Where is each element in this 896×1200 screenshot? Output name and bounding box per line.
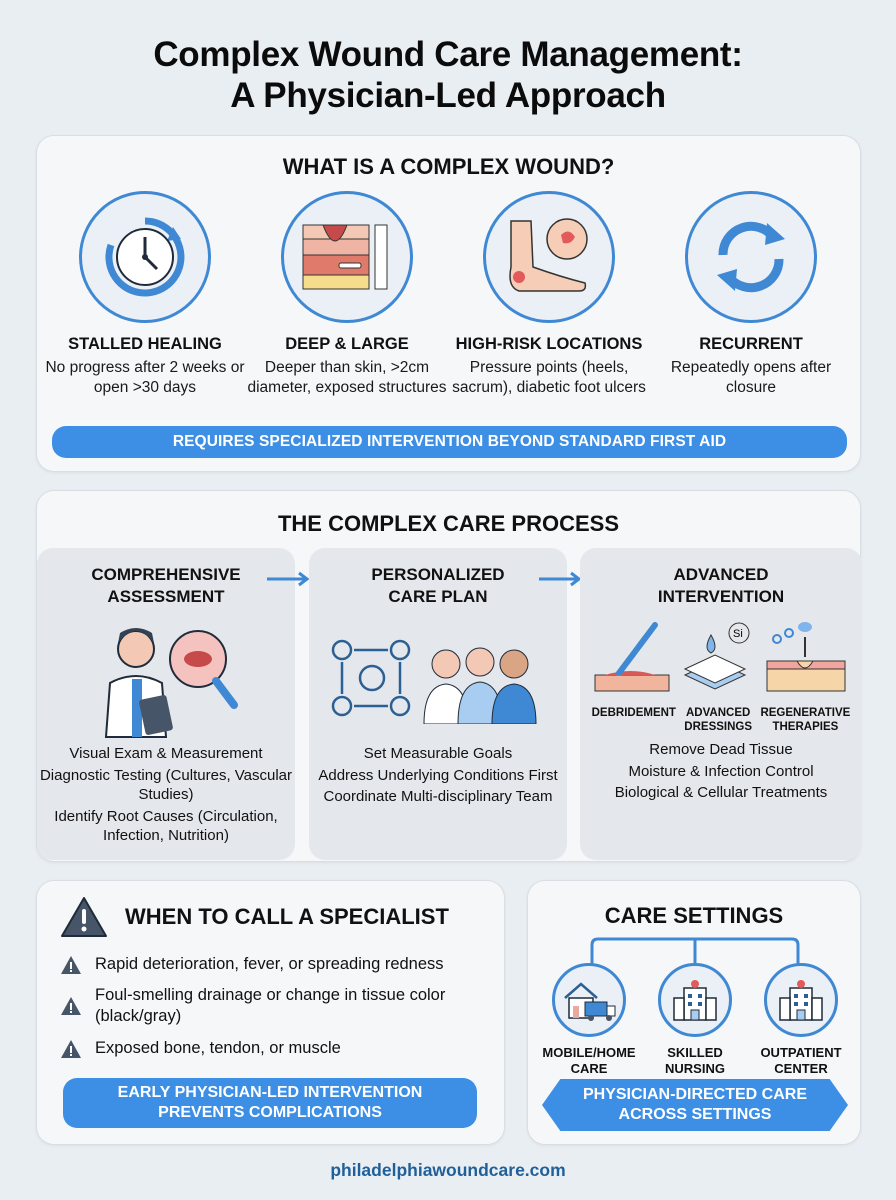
early-intervention-banner: EARLY PHYSICIAN-LED INTERVENTION PREVENT… xyxy=(63,1078,477,1128)
physician-directed-banner: PHYSICIAN-DIRECTED CARE ACROSS SETTINGS xyxy=(542,1079,848,1131)
step-title-line: ASSESSMENT xyxy=(107,587,225,606)
step-assessment: COMPREHENSIVE ASSESSMENT Visual Exam & M… xyxy=(37,548,295,860)
label-debridement: DEBRIDEMENT xyxy=(591,707,676,719)
feature-description: Deeper than skin, >2cm diameter, exposed… xyxy=(247,359,447,396)
doctor-magnifier-icon xyxy=(37,614,295,744)
recurrent-arrows-icon xyxy=(685,191,817,323)
nursing-building-icon xyxy=(658,963,732,1037)
feature-recurrent: RECURRENT Repeatedly opens after closure xyxy=(651,191,851,397)
svg-text:Si: Si xyxy=(733,628,743,640)
dressing-icon: Si xyxy=(683,622,750,690)
specialized-intervention-banner: REQUIRES SPECIALIZED INTERVENTION BEYOND… xyxy=(52,426,847,458)
feature-title: STALLED HEALING xyxy=(68,335,222,353)
step-items: Visual Exam & Measurement Diagnostic Tes… xyxy=(37,744,295,846)
section-title: WHAT IS A COMPLEX WOUND? xyxy=(282,154,615,179)
banner-line: PHYSICIAN-DIRECTED CARE xyxy=(582,1086,807,1103)
step-items: Remove Dead Tissue Moisture & Infection … xyxy=(580,740,862,803)
section-title: THE COMPLEX CARE PROCESS xyxy=(277,511,620,536)
arrow-right-icon xyxy=(539,571,582,587)
step-item: Remove Dead Tissue xyxy=(649,741,793,758)
feature-title: DEEP & LARGE xyxy=(285,335,409,353)
feature-stalled-healing: STALLED HEALING No progress after 2 week… xyxy=(45,191,245,397)
complex-wound-section: WHAT IS A COMPLEX WOUND? STALLED HEALING… xyxy=(36,135,861,472)
connector-lines xyxy=(590,937,800,965)
banner-line: PREVENTS COMPLICATIONS xyxy=(158,1104,382,1121)
care-team-goals-icon xyxy=(309,614,567,744)
step-item: Biological & Cellular Treatments xyxy=(614,784,828,801)
setting-label-line: SKILLED xyxy=(667,1045,723,1060)
setting-label-line: CARE xyxy=(570,1061,608,1076)
page-title: Complex Wound Care Management: A Physici… xyxy=(0,34,896,116)
step-title-line: COMPREHENSIVE xyxy=(91,565,241,584)
title-line-1: Complex Wound Care Management: xyxy=(153,35,743,74)
footer-website-link[interactable]: philadelphiawoundcare.com xyxy=(330,1160,566,1180)
feature-high-risk-locations: HIGH-RISK LOCATIONS Pressure points (hee… xyxy=(449,191,649,397)
step-title: PERSONALIZED CARE PLAN xyxy=(309,564,567,608)
feature-deep-large: DEEP & LARGE Deeper than skin, >2cm diam… xyxy=(247,191,447,397)
home-van-icon xyxy=(552,963,626,1037)
label-advanced-dressings: ADVANCED DRESSINGS xyxy=(684,707,753,733)
intervention-labels: DEBRIDEMENT ADVANCED DRESSINGS REGENERAT… xyxy=(588,706,854,734)
step-item: Set Measurable Goals xyxy=(363,745,513,762)
warning-text: Foul-smelling drainage or change in tiss… xyxy=(95,986,446,1025)
warning-icon xyxy=(61,956,81,974)
step-intervention: ADVANCED INTERVENTION Si xyxy=(580,548,862,860)
warning-icon xyxy=(61,897,107,937)
specialist-section: WHEN TO CALL A SPECIALIST Rapid deterior… xyxy=(36,880,505,1145)
setting-label: SKILLED NURSING xyxy=(640,1045,750,1077)
setting-label: MOBILE/HOME CARE xyxy=(534,1045,644,1077)
intervention-icons: Si xyxy=(580,614,862,704)
feature-title: RECURRENT xyxy=(699,335,803,353)
step-title-line: CARE PLAN xyxy=(388,587,488,606)
care-process-section: THE COMPLEX CARE PROCESS COMPREHENSIVE A… xyxy=(36,490,862,862)
feature-description: Pressure points (heels, sacrum), diabeti… xyxy=(452,359,646,396)
clinic-building-icon xyxy=(764,963,838,1037)
scalpel-icon xyxy=(594,622,670,692)
title-line-2: A Physician-Led Approach xyxy=(230,76,666,115)
step-item: Identify Root Causes (Circulation, Infec… xyxy=(54,807,278,845)
specialist-header: WHEN TO CALL A SPECIALIST xyxy=(59,895,449,939)
step-care-plan: PERSONALIZED CARE PLAN Set Measurable xyxy=(309,548,567,860)
setting-label-line: CENTER xyxy=(774,1061,828,1076)
step-title-line: INTERVENTION xyxy=(657,587,785,606)
step-title-line: PERSONALIZED xyxy=(371,565,505,584)
setting-mobile-home: MOBILE/HOME CARE xyxy=(534,963,644,1077)
warning-text: Rapid deterioration, fever, or spreading… xyxy=(95,955,444,973)
arrow-right-icon xyxy=(267,571,310,587)
setting-outpatient-center: OUTPATIENT CENTER xyxy=(746,963,856,1077)
foot-ulcer-icon xyxy=(483,191,615,323)
step-item: Visual Exam & Measurement xyxy=(69,745,263,762)
clock-cycle-icon xyxy=(79,191,211,323)
label-regenerative-therapies: REGENERATIVE THERAPIES xyxy=(760,707,851,733)
step-title: ADVANCED INTERVENTION xyxy=(580,564,862,608)
section-title: CARE SETTINGS xyxy=(604,903,784,928)
banner-line: ACROSS SETTINGS xyxy=(618,1106,772,1123)
warning-icon xyxy=(61,997,81,1015)
step-item: Diagnostic Testing (Cultures, Vascular S… xyxy=(39,766,293,804)
regenerative-therapy-icon xyxy=(766,622,846,692)
warning-text: Exposed bone, tendon, or muscle xyxy=(95,1039,341,1057)
setting-label-line: OUTPATIENT xyxy=(760,1045,842,1060)
setting-skilled-nursing: SKILLED NURSING xyxy=(640,963,750,1077)
feature-title: HIGH-RISK LOCATIONS xyxy=(455,335,643,353)
setting-label-line: NURSING xyxy=(665,1061,725,1076)
skin-layers-icon xyxy=(281,191,413,323)
section-title: WHEN TO CALL A SPECIALIST xyxy=(125,904,449,929)
feature-description: Repeatedly opens after closure xyxy=(670,359,832,396)
warning-item: Exposed bone, tendon, or muscle xyxy=(59,1038,341,1060)
step-items: Set Measurable Goals Address Underlying … xyxy=(309,744,567,807)
warning-item: Rapid deterioration, fever, or spreading… xyxy=(59,954,444,976)
banner-line: EARLY PHYSICIAN-LED INTERVENTION xyxy=(117,1084,423,1101)
step-item: Address Underlying Conditions First xyxy=(318,766,558,784)
warning-item: Foul-smelling drainage or change in tiss… xyxy=(59,985,489,1027)
step-title: COMPREHENSIVE ASSESSMENT xyxy=(37,564,295,608)
step-item: Coordinate Multi-disciplinary Team xyxy=(323,788,553,805)
feature-description: No progress after 2 weeks or open >30 da… xyxy=(45,359,245,396)
step-item: Moisture & Infection Control xyxy=(628,762,814,780)
care-settings-section: CARE SETTINGS MOBILE/HOME CARE xyxy=(527,880,861,1145)
setting-label: OUTPATIENT CENTER xyxy=(746,1045,856,1077)
warning-icon xyxy=(61,1040,81,1058)
setting-label-line: MOBILE/HOME xyxy=(542,1045,636,1060)
step-title-line: ADVANCED xyxy=(673,565,769,584)
